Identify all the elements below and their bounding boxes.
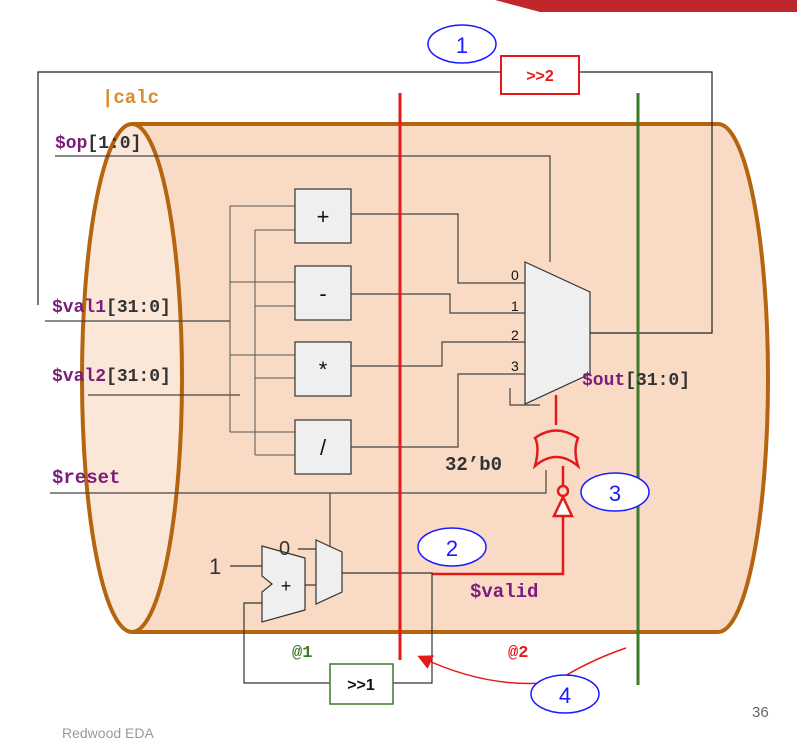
- callout-1: 1: [427, 24, 497, 64]
- op-add-box: +: [294, 188, 352, 244]
- svg-text:0: 0: [511, 267, 519, 283]
- svg-text:3: 3: [511, 358, 519, 374]
- corner-bar: [495, 0, 797, 12]
- svg-text:+: +: [281, 576, 292, 596]
- val1-fanout: [229, 205, 295, 433]
- retime-box-counter: >>1: [329, 663, 394, 705]
- reset-label: $reset: [52, 467, 120, 489]
- op-mul-box: *: [294, 341, 352, 397]
- stage2-label: @2: [508, 644, 528, 663]
- callout-3: 3: [580, 472, 650, 512]
- counter-zero-label: 0: [279, 538, 290, 560]
- feedback-wire: [37, 71, 713, 334]
- inverter: [432, 466, 574, 576]
- svg-text:>>2: >>2: [526, 68, 554, 85]
- val1-label: $val1[31:0]: [52, 298, 171, 318]
- svg-text:1: 1: [456, 33, 468, 58]
- svg-text:>>1: >>1: [347, 677, 375, 694]
- reset-to-or-wire: [50, 470, 547, 494]
- retime-box-out: >>2: [500, 55, 580, 95]
- svg-text:2: 2: [446, 536, 458, 561]
- svg-text:+: +: [317, 204, 330, 229]
- out-label: $out[31:0]: [582, 371, 690, 391]
- svg-text:4: 4: [559, 683, 571, 708]
- svg-text:2: 2: [511, 327, 519, 343]
- valid-label: $valid: [470, 581, 538, 603]
- op-label: $op[1:0]: [55, 134, 141, 154]
- or-gate: [532, 395, 581, 470]
- zero-constant-label: 32’b0: [445, 454, 502, 476]
- val2-label: $val2[31:0]: [52, 367, 171, 387]
- svg-text:-: -: [319, 281, 326, 306]
- stage1-label: @1: [292, 644, 312, 663]
- svg-text:/: /: [320, 435, 327, 460]
- counter-adder: +: [261, 545, 306, 623]
- counter-mux: [315, 539, 343, 605]
- svg-text:3: 3: [609, 481, 621, 506]
- op-wire: [55, 155, 551, 262]
- zero-wire: [509, 388, 540, 406]
- val2-fanout: [254, 229, 295, 456]
- op-div-box: /: [294, 419, 352, 475]
- svg-text:1: 1: [511, 298, 519, 314]
- counter-wires: [230, 548, 433, 684]
- pipeline-label: |calc: [102, 87, 159, 109]
- counter-one-label: 1: [209, 554, 221, 579]
- svg-text:*: *: [319, 357, 328, 382]
- footer-label: Redwood EDA: [62, 725, 154, 741]
- page-number: 36: [752, 704, 769, 721]
- op-sub-box: -: [294, 265, 352, 321]
- output-mux: 0 1 2 3: [511, 261, 591, 405]
- callout-4: 4: [530, 674, 600, 714]
- callout-2: 2: [417, 527, 487, 567]
